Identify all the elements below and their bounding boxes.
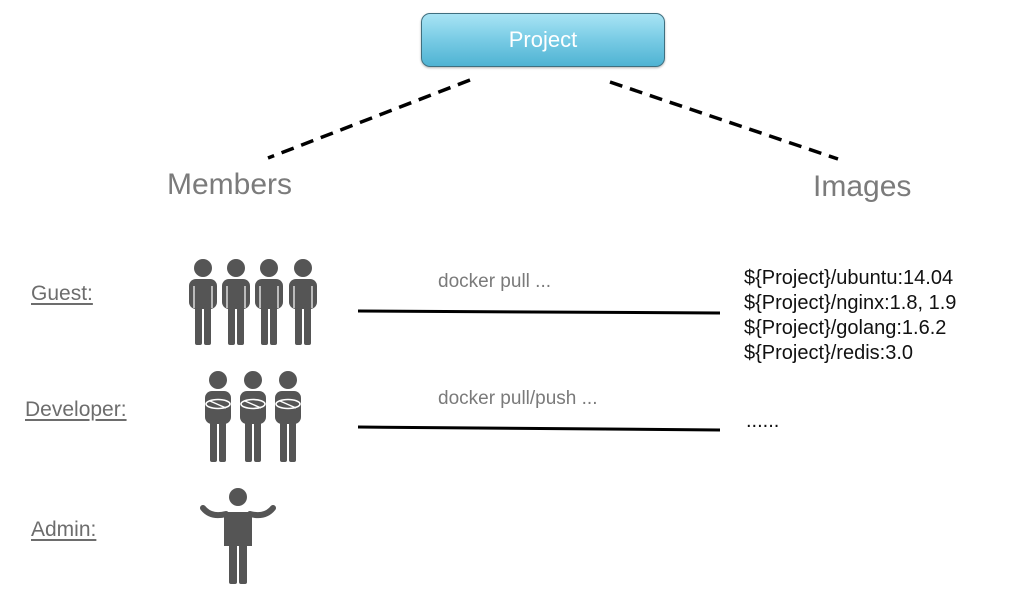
admin-person-icon: [200, 488, 276, 584]
image-list-more: ......: [746, 410, 780, 432]
project-label: Project: [508, 27, 578, 52]
image-item: ${Project}/redis:3.0: [744, 342, 913, 364]
image-list: ${Project}/ubuntu:14.04 ${Project}/nginx…: [744, 266, 956, 366]
developer-access-line: [357, 425, 721, 432]
guest-group-icon: [188, 258, 318, 346]
role-developer-label: Developer:: [25, 398, 127, 421]
image-item: ${Project}/golang:1.6.2: [744, 317, 947, 339]
role-admin-label: Admin:: [31, 518, 97, 541]
image-item: ${Project}/nginx:1.8, 1.9: [744, 292, 957, 314]
members-heading: Members: [167, 168, 293, 201]
project-node: Project: [421, 13, 665, 67]
images-heading: Images: [813, 170, 912, 203]
role-guest-label: Guest:: [31, 282, 93, 305]
developer-group-icon: [204, 370, 302, 463]
image-item: ${Project}/ubuntu:14.04: [744, 267, 954, 289]
project-images-link: [609, 80, 839, 161]
guest-access-line: [357, 309, 721, 315]
project-members-link: [267, 78, 471, 160]
developer-command: docker pull/push ...: [438, 388, 598, 409]
guest-command: docker pull ...: [438, 271, 551, 292]
